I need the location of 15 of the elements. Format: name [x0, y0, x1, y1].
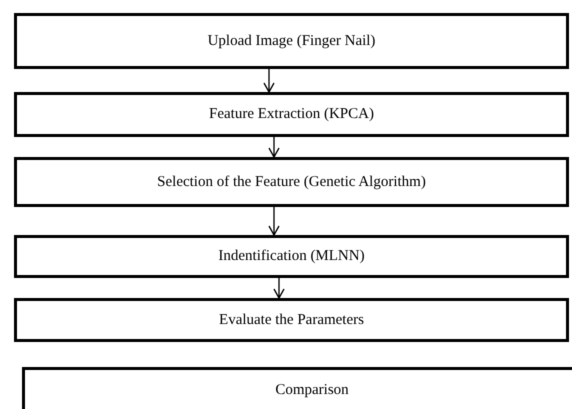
step-label: Evaluate the Parameters [219, 312, 364, 328]
step-label: Comparison [275, 382, 349, 399]
arrow [268, 207, 280, 236]
step-label: Selection of the Feature (Genetic Algorithm) [157, 174, 426, 190]
process-box [14, 298, 569, 342]
process-box [14, 13, 569, 69]
process-box [14, 92, 569, 137]
step-label: Upload Image (Finger Nail) [208, 32, 376, 50]
process-box [14, 235, 569, 278]
arrow [263, 69, 275, 93]
step-label: Indentification (MLNN) [218, 248, 365, 265]
process-box [14, 157, 569, 207]
arrow [268, 137, 280, 158]
step-label: Feature Extraction (KPCA) [209, 106, 374, 123]
arrow [273, 278, 285, 299]
